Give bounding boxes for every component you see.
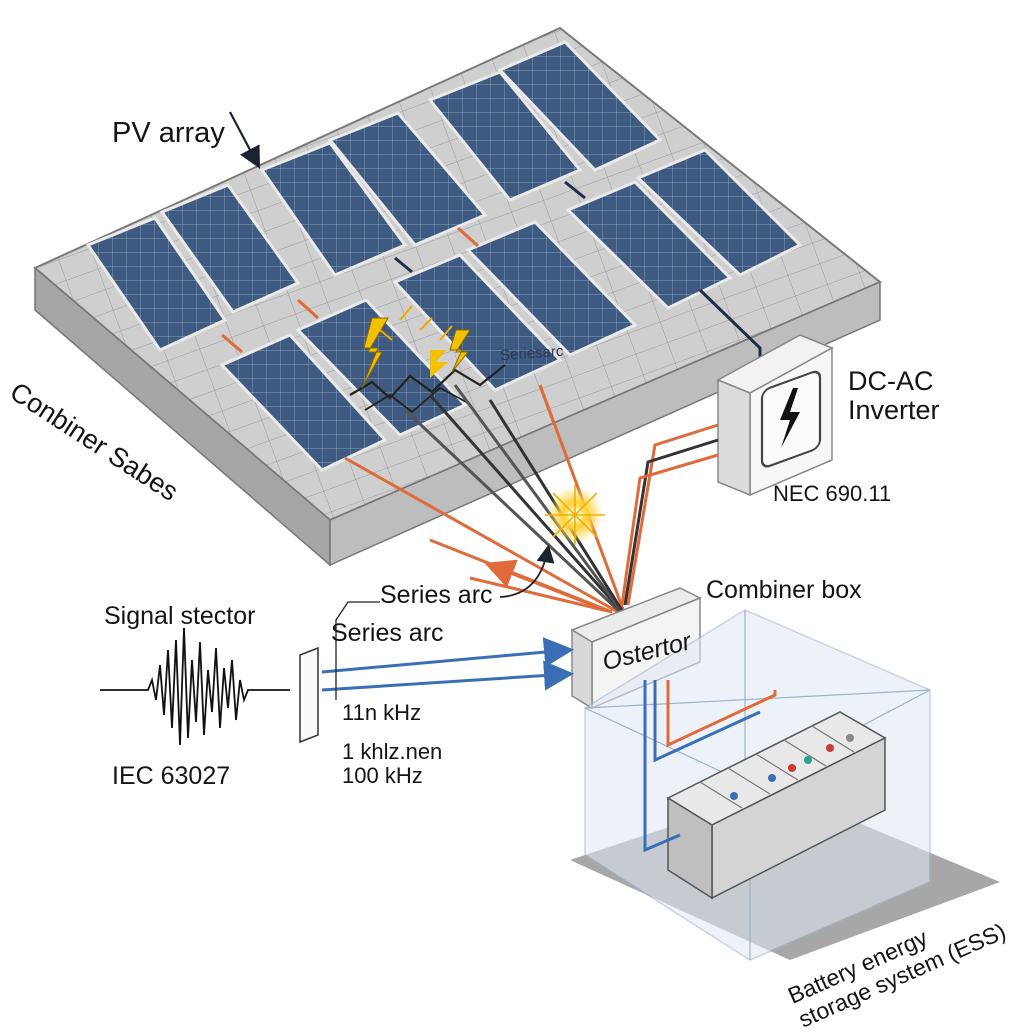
spark-icon (545, 485, 605, 545)
signal-sensor-plate (299, 646, 319, 744)
arc-signal-waveform (100, 627, 290, 746)
solar-panel (497, 40, 663, 172)
dc-ac-inverter (716, 334, 834, 497)
series-arc-arrow (499, 544, 555, 598)
signal-stector-label: Signal stector (104, 602, 256, 630)
series-arc-label-top: Series arc (380, 581, 493, 609)
signal-wiring (321, 637, 574, 692)
frequency-line1: 1 khlz.nen (342, 739, 443, 764)
combiner-box (570, 587, 702, 710)
solar-panel (85, 216, 228, 352)
solar-panel (159, 183, 301, 314)
combiner-to-battery-wiring (643, 680, 777, 853)
panel-arc-label: Seriesarc (499, 342, 564, 365)
solar-panel (219, 333, 388, 472)
lightning-bolt-icon (780, 388, 800, 448)
dc-ac-label-line2: Inverter (848, 395, 940, 425)
series-arc-label-left: Series arc (331, 619, 444, 647)
battery-pack (666, 711, 887, 900)
series-arc-bracket (335, 601, 380, 700)
frequency-range-label: 1 khlz.nen 100 kHz (342, 740, 442, 788)
dc-ac-label-line1: DC-AC (848, 366, 934, 396)
pv-array-arrow (229, 111, 261, 169)
solar-panel (259, 141, 408, 277)
frequency-label-11n: 11n kHz (342, 700, 422, 725)
pv-array-panels (85, 40, 803, 472)
frequency-line2: 100 kHz (342, 763, 423, 788)
solar-panel (635, 148, 803, 277)
combiner-box-label: Combiner box (706, 576, 862, 604)
solar-panel (565, 180, 733, 310)
solar-panel (427, 70, 583, 202)
roof-wiring (221, 180, 762, 360)
nec-label: NEC 690.11 (773, 481, 892, 506)
panel-arc-damage (349, 305, 506, 414)
dc-ac-inverter-label: DC-AC Inverter (848, 367, 940, 425)
pv-array-label: PV array (112, 117, 225, 149)
iec-label: IEC 63027 (112, 762, 231, 790)
solar-panel (327, 111, 488, 247)
solar-panel (465, 220, 638, 357)
inverter-wiring (620, 423, 719, 606)
